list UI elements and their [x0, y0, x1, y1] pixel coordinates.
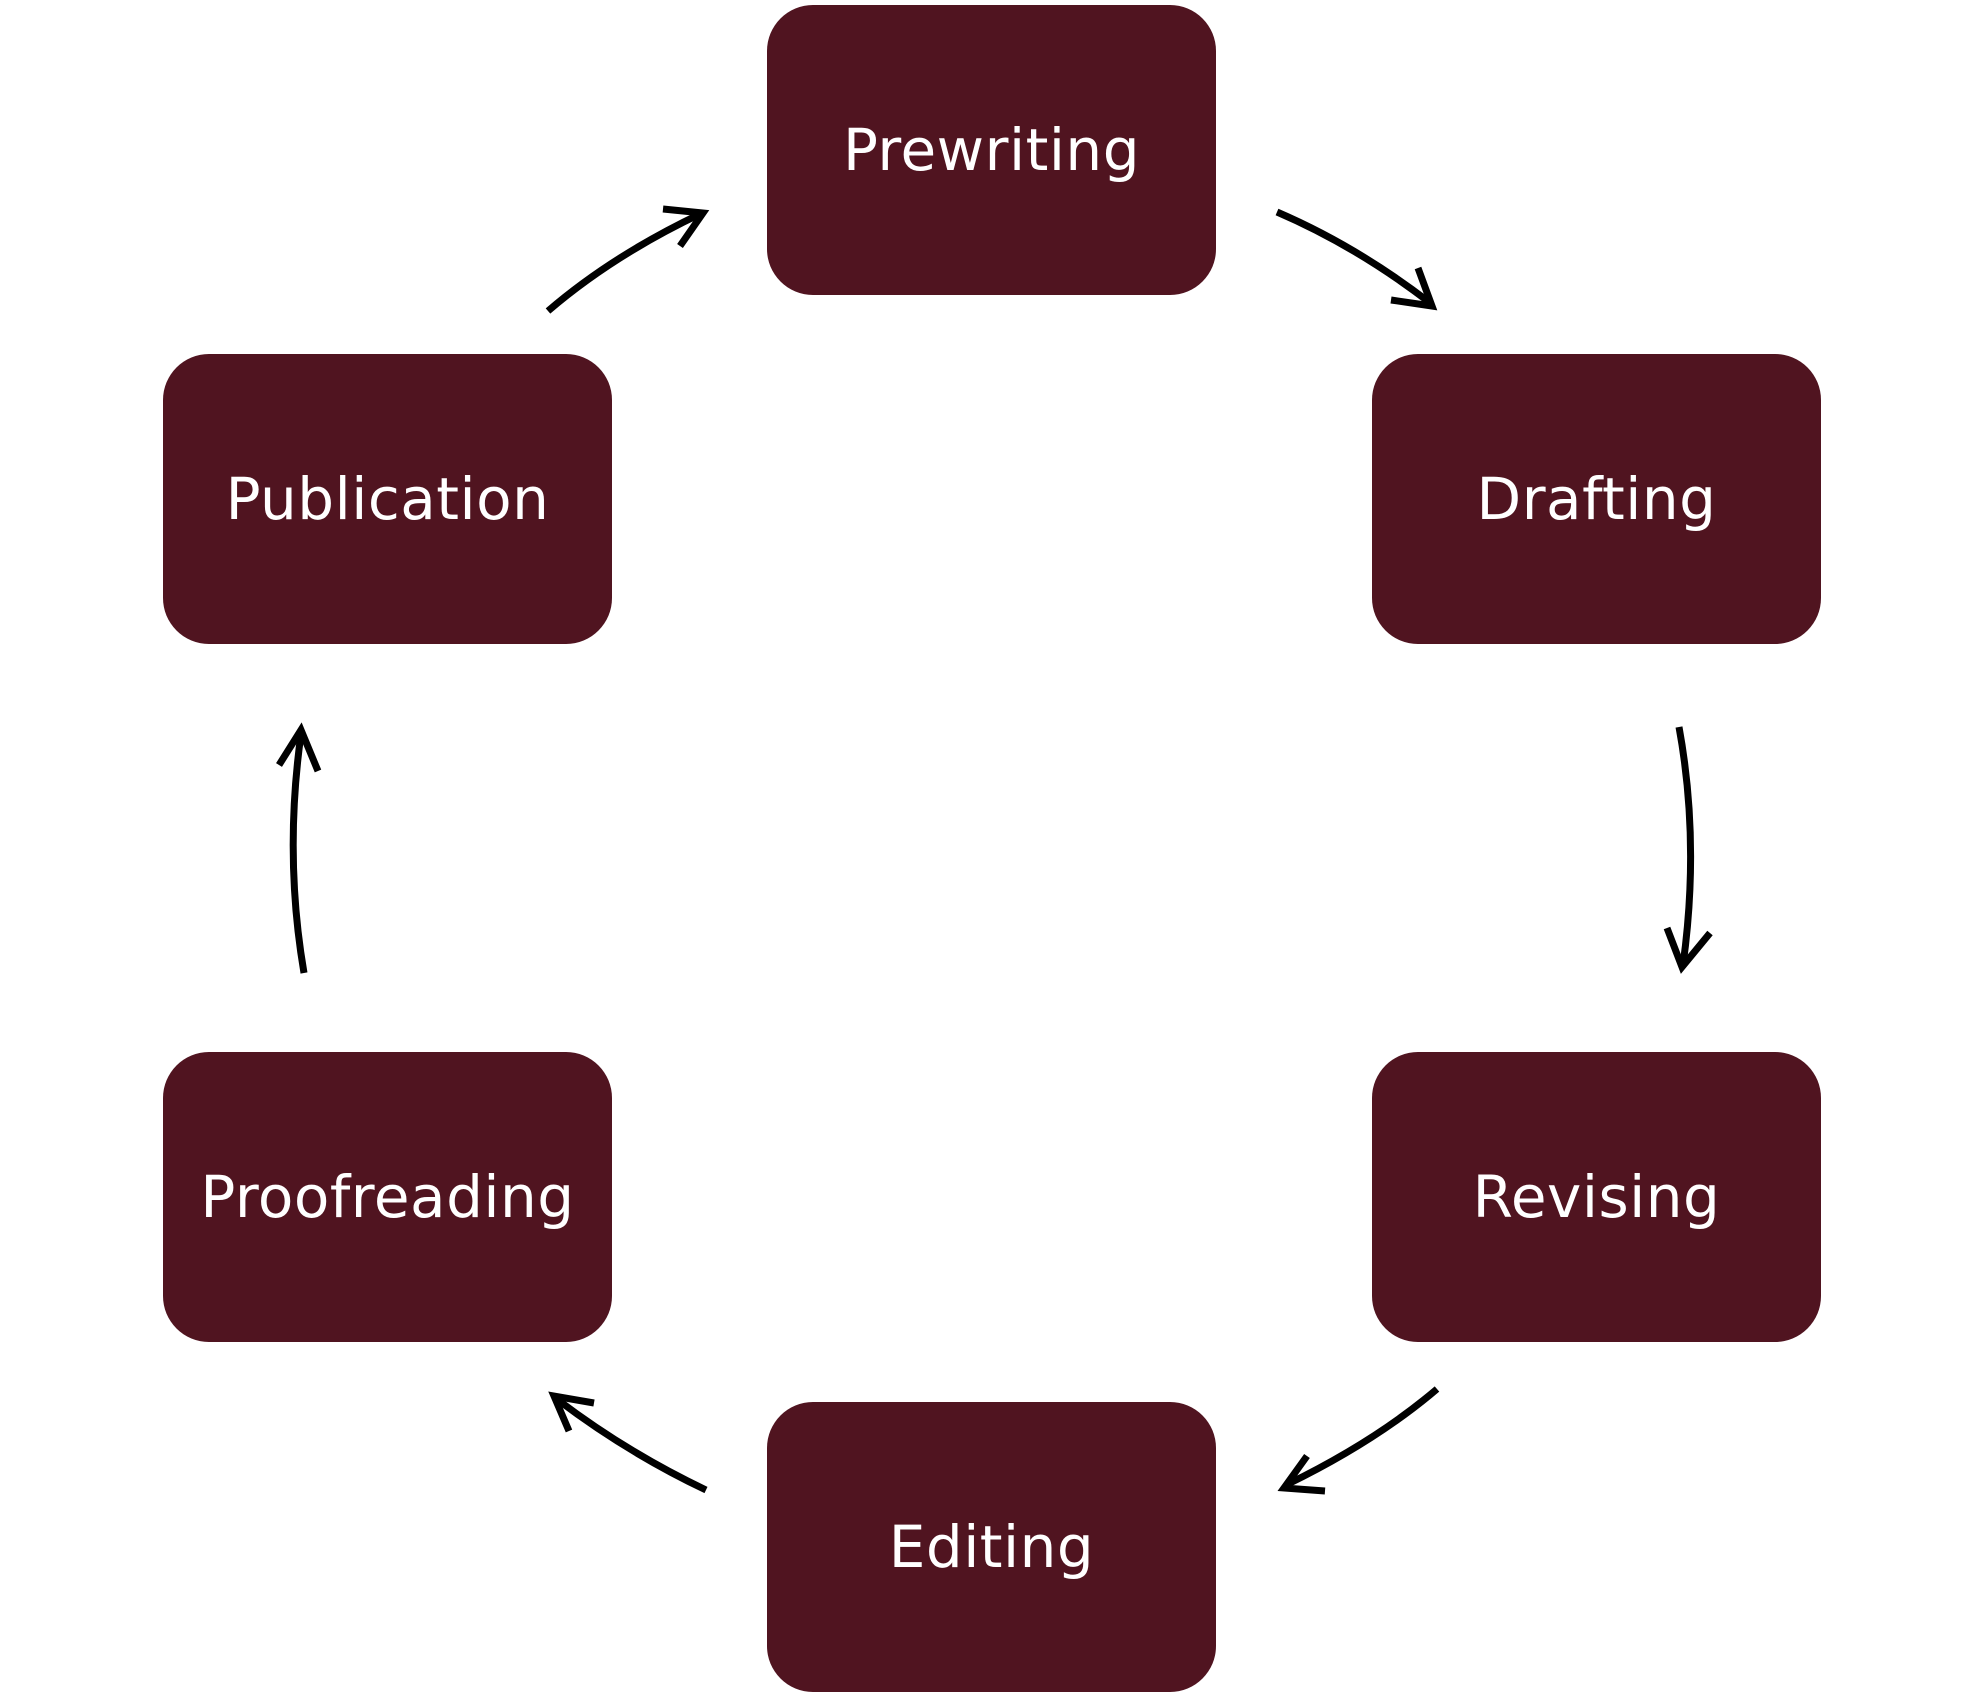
step-label-revising: Revising	[1472, 1163, 1721, 1231]
step-label-drafting: Drafting	[1476, 465, 1717, 533]
arrow-editing-to-proofreading	[548, 1391, 708, 1494]
step-box-drafting: Drafting	[1372, 354, 1821, 644]
step-label-proofreading: Proofreading	[200, 1163, 575, 1231]
arrow-publication-to-prewriting	[545, 205, 710, 314]
arrow-drafting-to-revising	[1663, 726, 1713, 974]
step-box-prewriting: Prewriting	[767, 5, 1216, 295]
arrow-revising-to-editing	[1277, 1386, 1440, 1495]
arrow-proofreading-to-publication	[276, 722, 322, 974]
step-label-publication: Publication	[225, 465, 550, 533]
step-box-revising: Revising	[1372, 1052, 1821, 1342]
step-label-editing: Editing	[888, 1513, 1095, 1581]
step-box-proofreading: Proofreading	[163, 1052, 612, 1342]
step-box-editing: Editing	[767, 1402, 1216, 1692]
step-label-prewriting: Prewriting	[842, 116, 1141, 184]
step-box-publication: Publication	[163, 354, 612, 644]
arrow-prewriting-to-drafting	[1275, 208, 1438, 311]
